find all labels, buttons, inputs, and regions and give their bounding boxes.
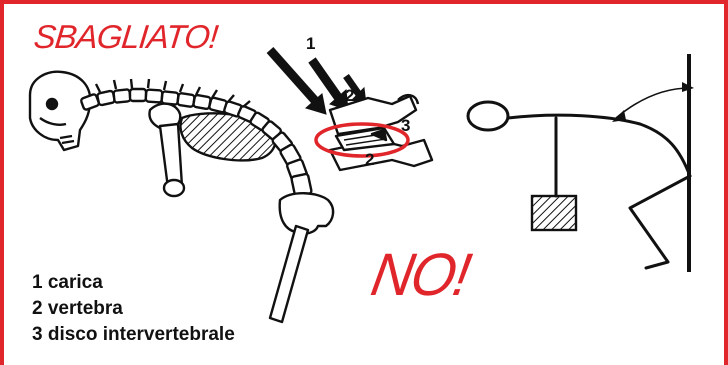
vertebra-detail	[330, 95, 432, 170]
bend-angle-arc	[616, 88, 690, 118]
stick-leg	[630, 176, 690, 268]
callout-2-top: 2	[345, 86, 354, 105]
stick-head	[468, 102, 508, 130]
femur	[270, 226, 308, 322]
verdict-text: NO!	[366, 240, 474, 309]
legend: 1 carica 2 vertebra 3 disco intervertebr…	[32, 270, 235, 348]
arm-bone	[160, 124, 182, 188]
load-box	[532, 196, 576, 230]
callout-2-bottom: 2	[365, 150, 374, 169]
pelvis	[280, 193, 333, 233]
callout-3: 3	[401, 116, 410, 135]
legend-item-carica: 1 carica	[32, 270, 235, 296]
stick-figure	[468, 102, 690, 268]
legend-item-disco: 3 disco intervertebrale	[32, 322, 235, 348]
callout-1: 1	[306, 34, 315, 53]
stick-back	[508, 115, 690, 176]
legend-item-vertebra: 2 vertebra	[32, 296, 235, 322]
arc-arrow-left	[612, 110, 626, 122]
